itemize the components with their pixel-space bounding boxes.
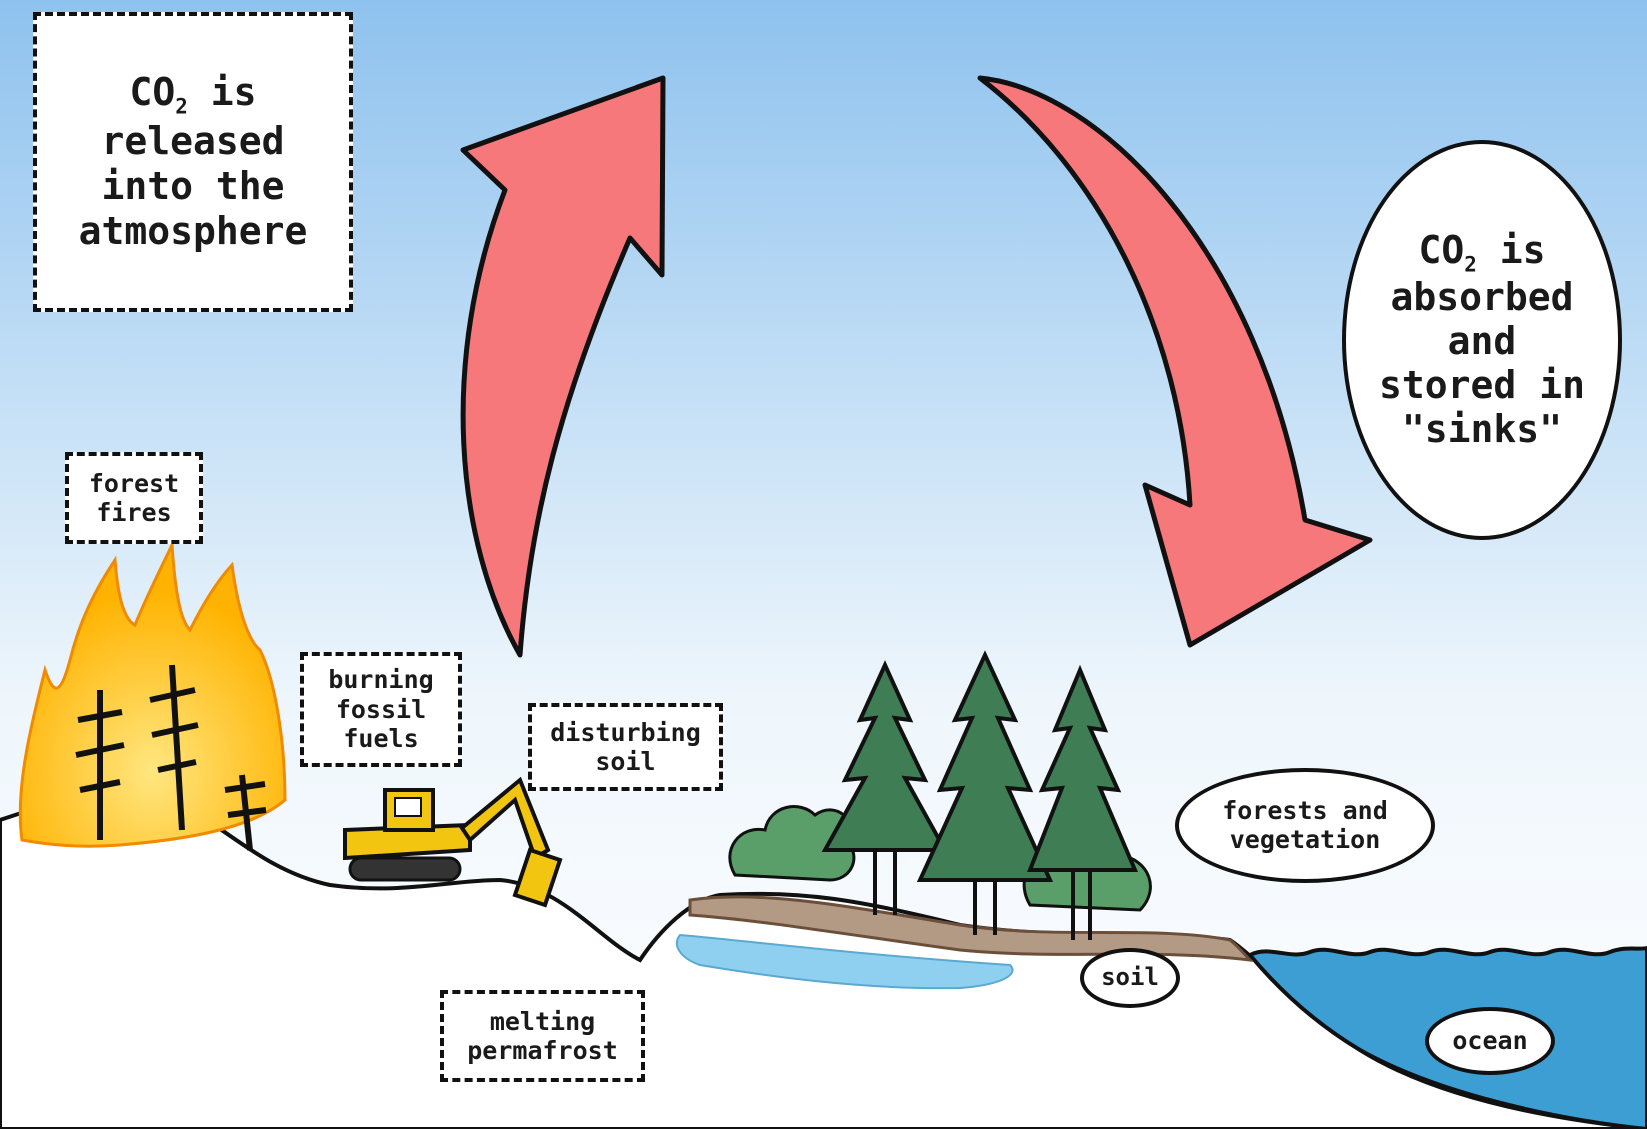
co2-absorbed-text: absorbed and stored in "sinks" [1379,275,1585,451]
excavator-bucket [512,847,563,908]
bush-left [728,805,856,882]
permafrost-pond [675,933,1014,990]
co2-absorbed-heading: CO2 is [1418,227,1546,277]
co2-released-text: released into the atmosphere [78,119,308,254]
burnt-trees [75,664,267,851]
flames [18,539,287,848]
label-forest-fires: forest fires [65,452,203,544]
pine-tree [1027,664,1139,940]
label-melting-permafrost: melting permafrost [440,990,645,1082]
arrow-up [460,75,666,658]
arrow-down [977,75,1373,648]
label-soil: soil [1080,948,1180,1008]
pine-tree [916,650,1054,935]
excavator-window [394,797,422,817]
pine-tree [821,660,949,915]
forest-fire [18,539,287,851]
excavator-tracks [348,856,462,882]
excavator [343,776,563,908]
co2-released-heading: CO2 is [129,70,257,119]
label-forests-vegetation: forests and vegetation [1175,768,1435,883]
label-burning-fossil-fuels: burning fossil fuels [300,652,462,767]
co2-released-box: CO2 is released into the atmosphere [33,12,353,312]
co2-absorbed-oval: CO2 is absorbed and stored in "sinks" [1342,140,1622,540]
label-ocean: ocean [1425,1007,1555,1075]
label-disturbing-soil: disturbing soil [528,703,723,791]
forest [728,650,1152,940]
